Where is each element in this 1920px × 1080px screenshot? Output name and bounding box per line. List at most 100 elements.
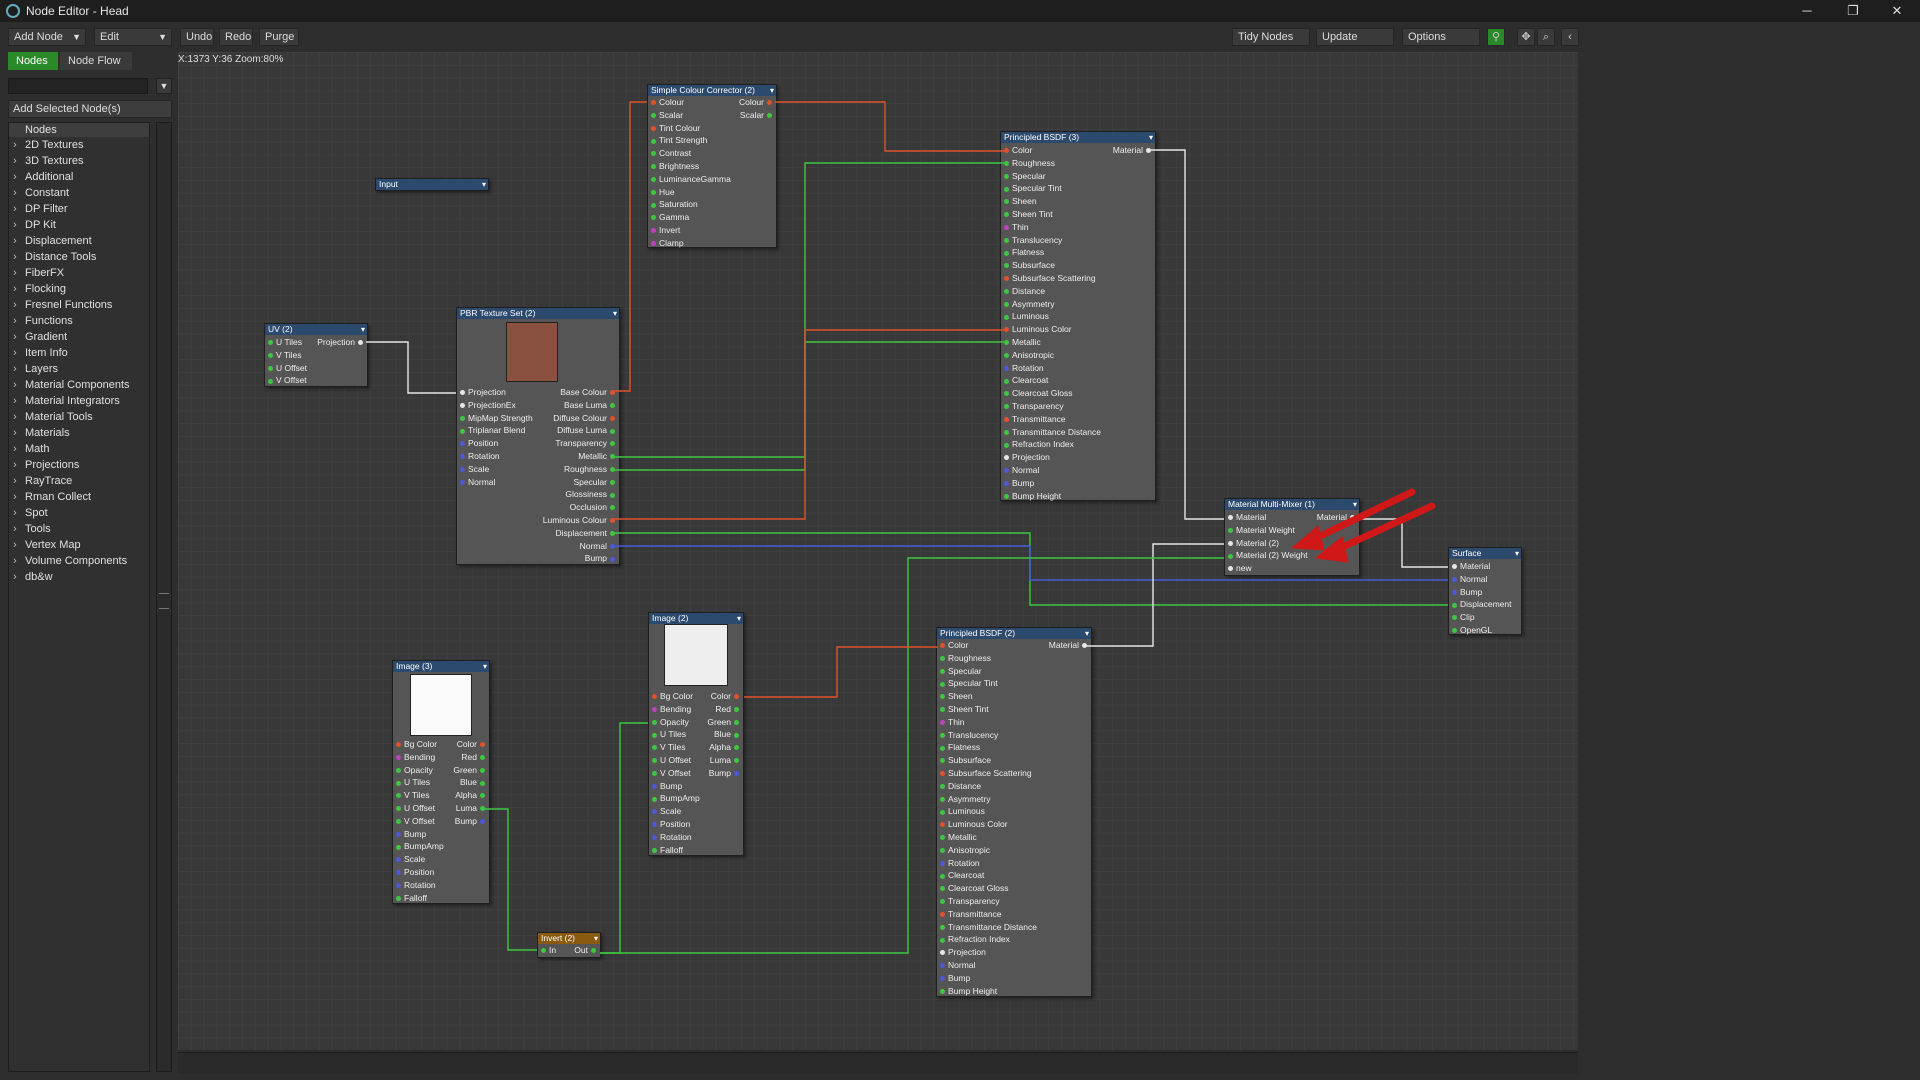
node-port[interactable]: Rotation — [393, 879, 441, 892]
node-port[interactable]: Subsurface Scattering — [937, 767, 1043, 780]
port-socket-icon[interactable] — [396, 793, 401, 799]
node-port[interactable]: Color — [666, 690, 742, 703]
port-socket-icon[interactable] — [940, 937, 945, 943]
node-port[interactable]: Luminous — [937, 805, 1043, 818]
node-port[interactable]: Normal — [937, 959, 1043, 972]
node-port[interactable]: Specular — [542, 476, 618, 489]
node-port[interactable]: Bump — [1001, 477, 1107, 490]
port-socket-icon[interactable] — [1228, 553, 1233, 559]
node-port[interactable]: Transparency — [937, 895, 1043, 908]
node-port[interactable]: Green — [412, 764, 488, 777]
chevron-right-icon[interactable]: › — [13, 171, 17, 183]
port-socket-icon[interactable] — [268, 340, 273, 346]
port-socket-icon[interactable] — [268, 353, 273, 359]
chevron-down-icon[interactable]: ▾ — [1148, 133, 1153, 142]
port-socket-icon[interactable] — [610, 556, 615, 562]
tree-item[interactable]: ›2D Textures — [9, 137, 149, 153]
chevron-right-icon[interactable]: › — [13, 427, 17, 439]
port-socket-icon[interactable] — [940, 924, 945, 930]
port-socket-icon[interactable] — [610, 479, 615, 485]
tree-item[interactable]: ›Materials — [9, 425, 149, 441]
port-socket-icon[interactable] — [1452, 589, 1457, 595]
port-socket-icon[interactable] — [460, 441, 465, 447]
port-socket-icon[interactable] — [480, 780, 485, 786]
port-socket-icon[interactable] — [1004, 276, 1009, 282]
port-socket-icon[interactable] — [940, 732, 945, 738]
node-port[interactable]: U Offset — [265, 362, 319, 375]
port-socket-icon[interactable] — [1004, 378, 1009, 384]
node-port[interactable]: Flatness — [1001, 246, 1107, 259]
node-port[interactable]: new — [1225, 562, 1311, 575]
node-port[interactable]: Material — [1014, 639, 1090, 652]
node-port[interactable]: Bump — [649, 780, 695, 793]
node-port[interactable]: Position — [393, 866, 441, 879]
node-port[interactable]: Clearcoat — [937, 869, 1043, 882]
port-socket-icon[interactable] — [940, 963, 945, 969]
port-socket-icon[interactable] — [396, 819, 401, 825]
node-port[interactable]: Transmittance — [1001, 413, 1107, 426]
node-port[interactable]: Material — [1078, 144, 1154, 157]
tab-nodes[interactable]: Nodes — [8, 52, 58, 70]
chevron-down-icon[interactable]: ▾ — [593, 934, 598, 943]
node-port[interactable]: Opacity — [393, 764, 441, 777]
node-port[interactable]: Bump — [393, 828, 441, 841]
port-socket-icon[interactable] — [396, 870, 401, 876]
port-socket-icon[interactable] — [1004, 455, 1009, 461]
tree-item[interactable]: ›Displacement — [9, 233, 149, 249]
port-socket-icon[interactable] — [610, 454, 615, 460]
node-port[interactable]: Metallic — [1001, 336, 1107, 349]
port-socket-icon[interactable] — [940, 656, 945, 662]
port-socket-icon[interactable] — [652, 758, 657, 764]
tree-item[interactable]: ›DP Kit — [9, 217, 149, 233]
node-port[interactable]: In — [538, 944, 556, 957]
chevron-down-icon[interactable]: ▾ — [482, 662, 487, 671]
node-port[interactable]: V Tiles — [393, 789, 441, 802]
port-socket-icon[interactable] — [940, 720, 945, 726]
node-title[interactable]: Input▾ — [376, 179, 488, 190]
node-port[interactable]: Distance — [937, 780, 1043, 793]
tree-item[interactable]: ›Material Components — [9, 377, 149, 393]
port-socket-icon[interactable] — [460, 479, 465, 485]
tree-item[interactable]: ›Flocking — [9, 281, 149, 297]
node-port[interactable]: Scalar — [699, 109, 775, 122]
node-port[interactable]: Luminous Color — [937, 818, 1043, 831]
node-port[interactable]: Rotation — [937, 857, 1043, 870]
port-socket-icon[interactable] — [1004, 237, 1009, 243]
port-socket-icon[interactable] — [651, 177, 656, 183]
chevron-down-icon[interactable]: ▾ — [360, 325, 365, 334]
port-socket-icon[interactable] — [480, 819, 485, 825]
node-port[interactable]: Blue — [412, 776, 488, 789]
port-socket-icon[interactable] — [480, 767, 485, 773]
node-port[interactable]: Bump — [1449, 586, 1482, 599]
port-socket-icon[interactable] — [396, 806, 401, 812]
node-port[interactable]: Normal — [457, 476, 571, 489]
node-port[interactable]: Scale — [457, 463, 571, 476]
chevron-right-icon[interactable]: › — [13, 315, 17, 327]
node-port[interactable]: Specular Tint — [1001, 182, 1107, 195]
port-socket-icon[interactable] — [1146, 148, 1151, 154]
node-port[interactable]: Material — [1449, 560, 1490, 573]
node-port[interactable]: Colour — [648, 96, 728, 109]
port-socket-icon[interactable] — [1228, 528, 1233, 534]
node-port[interactable]: Asymmetry — [937, 793, 1043, 806]
port-socket-icon[interactable] — [1452, 615, 1457, 621]
port-socket-icon[interactable] — [396, 742, 401, 748]
node-port[interactable]: U Offset — [393, 802, 441, 815]
node-port[interactable]: Normal — [1449, 573, 1487, 586]
node-port[interactable]: OpenGL — [1449, 624, 1492, 637]
node-port[interactable]: Transparency — [542, 437, 618, 450]
node-port[interactable]: Occlusion — [542, 501, 618, 514]
node-port[interactable]: V Tiles — [265, 349, 319, 362]
port-socket-icon[interactable] — [610, 467, 615, 473]
search-dropdown-button[interactable]: ▼ — [156, 78, 172, 94]
node-port[interactable]: Scalar — [648, 109, 728, 122]
tree-item[interactable]: ›Spot — [9, 505, 149, 521]
port-socket-icon[interactable] — [652, 809, 657, 815]
port-socket-icon[interactable] — [940, 873, 945, 879]
node-port[interactable]: Sheen Tint — [937, 703, 1043, 716]
node-port[interactable]: Translucency — [1001, 234, 1107, 247]
port-socket-icon[interactable] — [940, 835, 945, 841]
chevron-right-icon[interactable]: › — [13, 443, 17, 455]
port-socket-icon[interactable] — [940, 950, 945, 956]
node-port[interactable]: Roughness — [542, 463, 618, 476]
